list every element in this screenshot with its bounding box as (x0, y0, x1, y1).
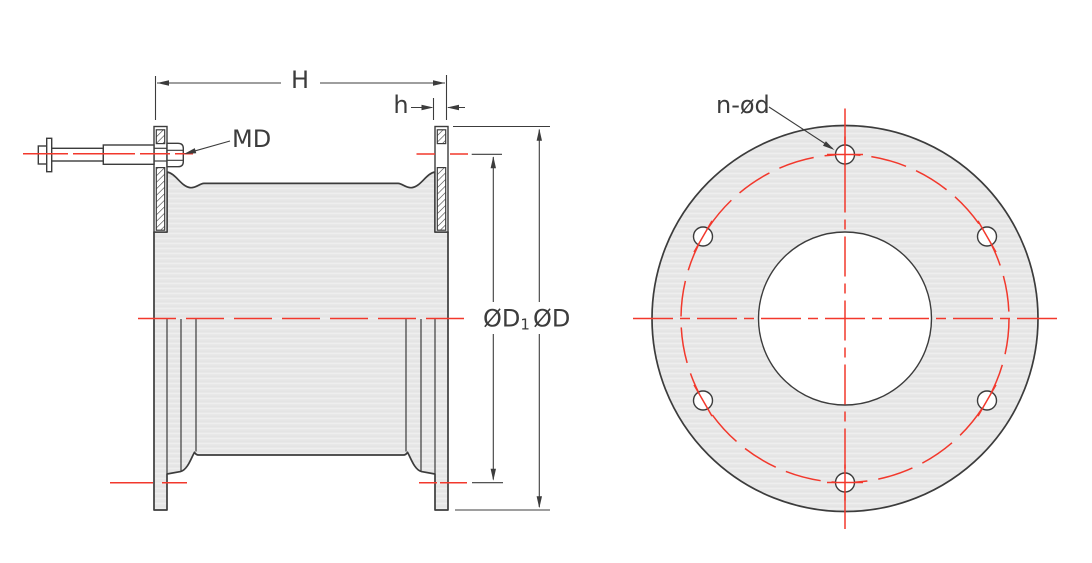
dim-outer-diameter: ØD (453, 125, 570, 511)
right-flange-hatch-bottom (436, 167, 447, 231)
bolt-thread-label: MD (232, 125, 271, 153)
left-flange-section (153, 125, 168, 233)
left-flange-hatch-bottom (155, 167, 166, 231)
bolt-holes-label: n-ød (716, 91, 770, 119)
left-flange-hatch-top (155, 129, 166, 145)
dim-flange-thickness-label: h (393, 91, 408, 119)
label-bolt-holes: n-ød (716, 91, 836, 153)
bolt-washer (46, 137, 53, 173)
side-view: H h ØD1 ØD (23, 66, 570, 511)
dim-overall-length-label: H (291, 66, 309, 94)
label-bolt-thread: MD (183, 125, 271, 157)
dim-bolt-circle-base: ØD (483, 305, 520, 333)
bolt-sleeve (102, 144, 155, 165)
bolt-hole-center-ticks (693, 136, 997, 501)
dim-flange-thickness: h (393, 91, 465, 120)
dim-outer-diameter-label: ØD (533, 305, 570, 333)
right-flange-section (434, 125, 449, 233)
right-flange-hatch-top (436, 129, 447, 145)
joint-body (153, 171, 449, 511)
bolt-nut (166, 142, 184, 168)
dim-bolt-circle-diameter-label: ØD1 (483, 305, 530, 334)
bolt-assembly (23, 137, 193, 173)
front-view: n-ød (633, 91, 1059, 529)
dim-bolt-circle-diameter: ØD1 (471, 153, 530, 484)
dim-overall-length: H (154, 66, 448, 120)
bolt-head (37, 145, 48, 165)
body-contour-lines (166, 319, 436, 474)
dim-bolt-circle-subscript: 1 (520, 316, 530, 334)
bolt-shaft (51, 147, 104, 162)
